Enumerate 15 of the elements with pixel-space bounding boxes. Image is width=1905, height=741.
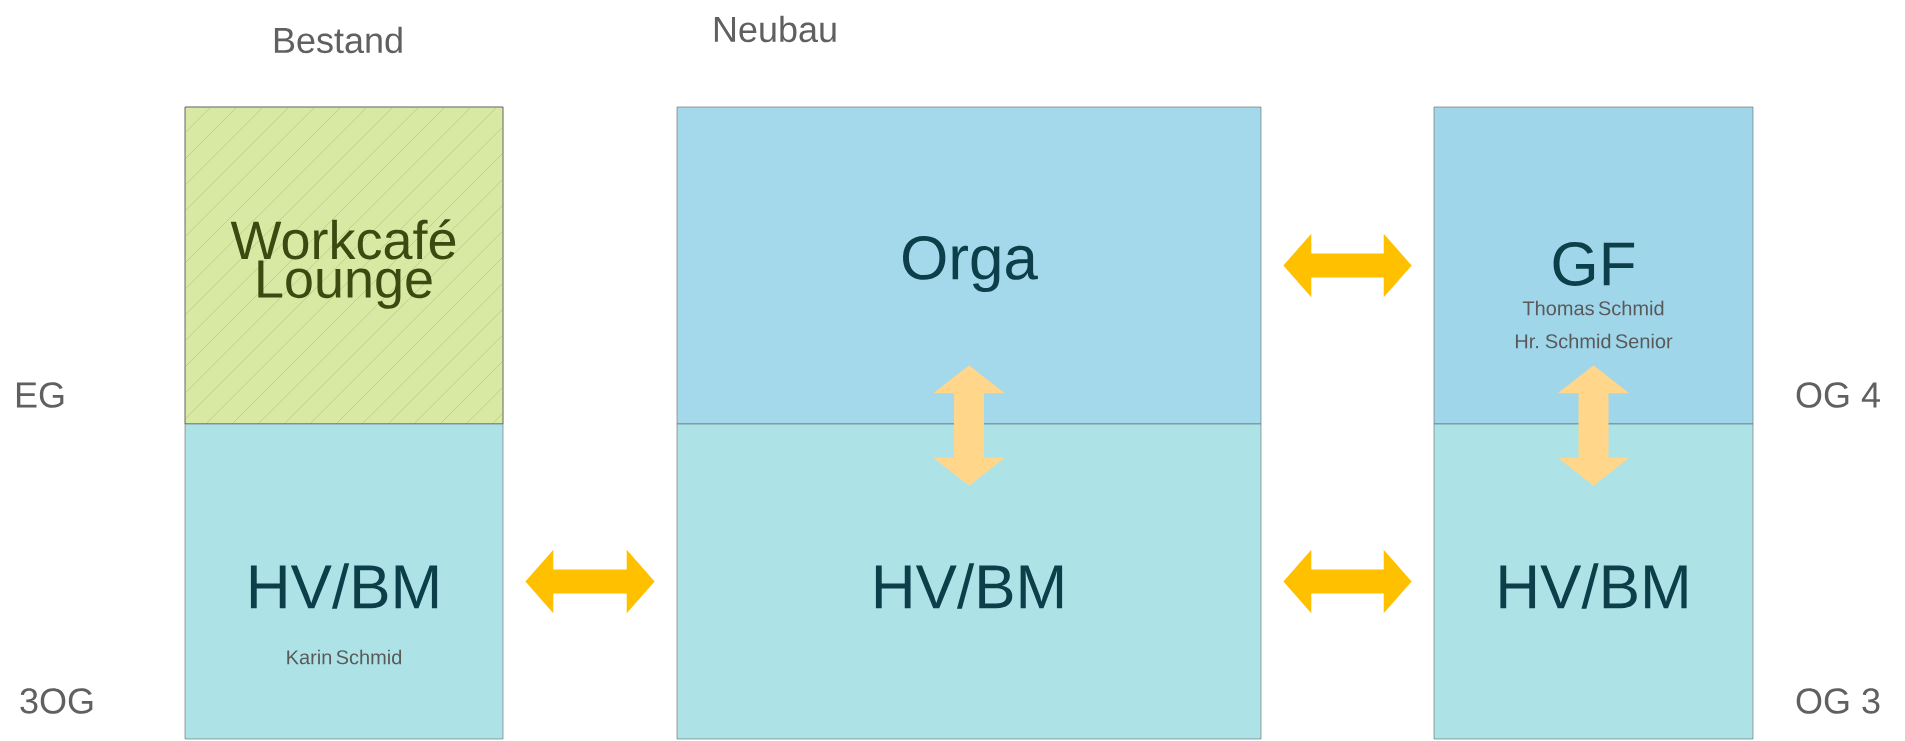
person-name: Karin Schmid [287,649,402,665]
floor-label: Bestand [274,26,402,54]
box-title: GF [1553,242,1635,286]
floor-label: EG [16,382,64,408]
box-title: HV/BM [250,563,438,609]
box-title: Orga [903,235,1038,293]
floor-label: OG 3 [1796,688,1880,714]
floor-label: OG 4 [1796,382,1880,408]
box-title: Workcafé Lounge [230,219,456,309]
person-name: Hr. Schmid Senior [1515,333,1673,349]
box-title: HV/BM [875,563,1063,609]
floor-label: Neubau [714,15,836,43]
box-title: HV/BM [1500,563,1687,609]
person-name: Thomas Schmid [1522,300,1664,316]
floor-label: 3OG [20,688,93,714]
